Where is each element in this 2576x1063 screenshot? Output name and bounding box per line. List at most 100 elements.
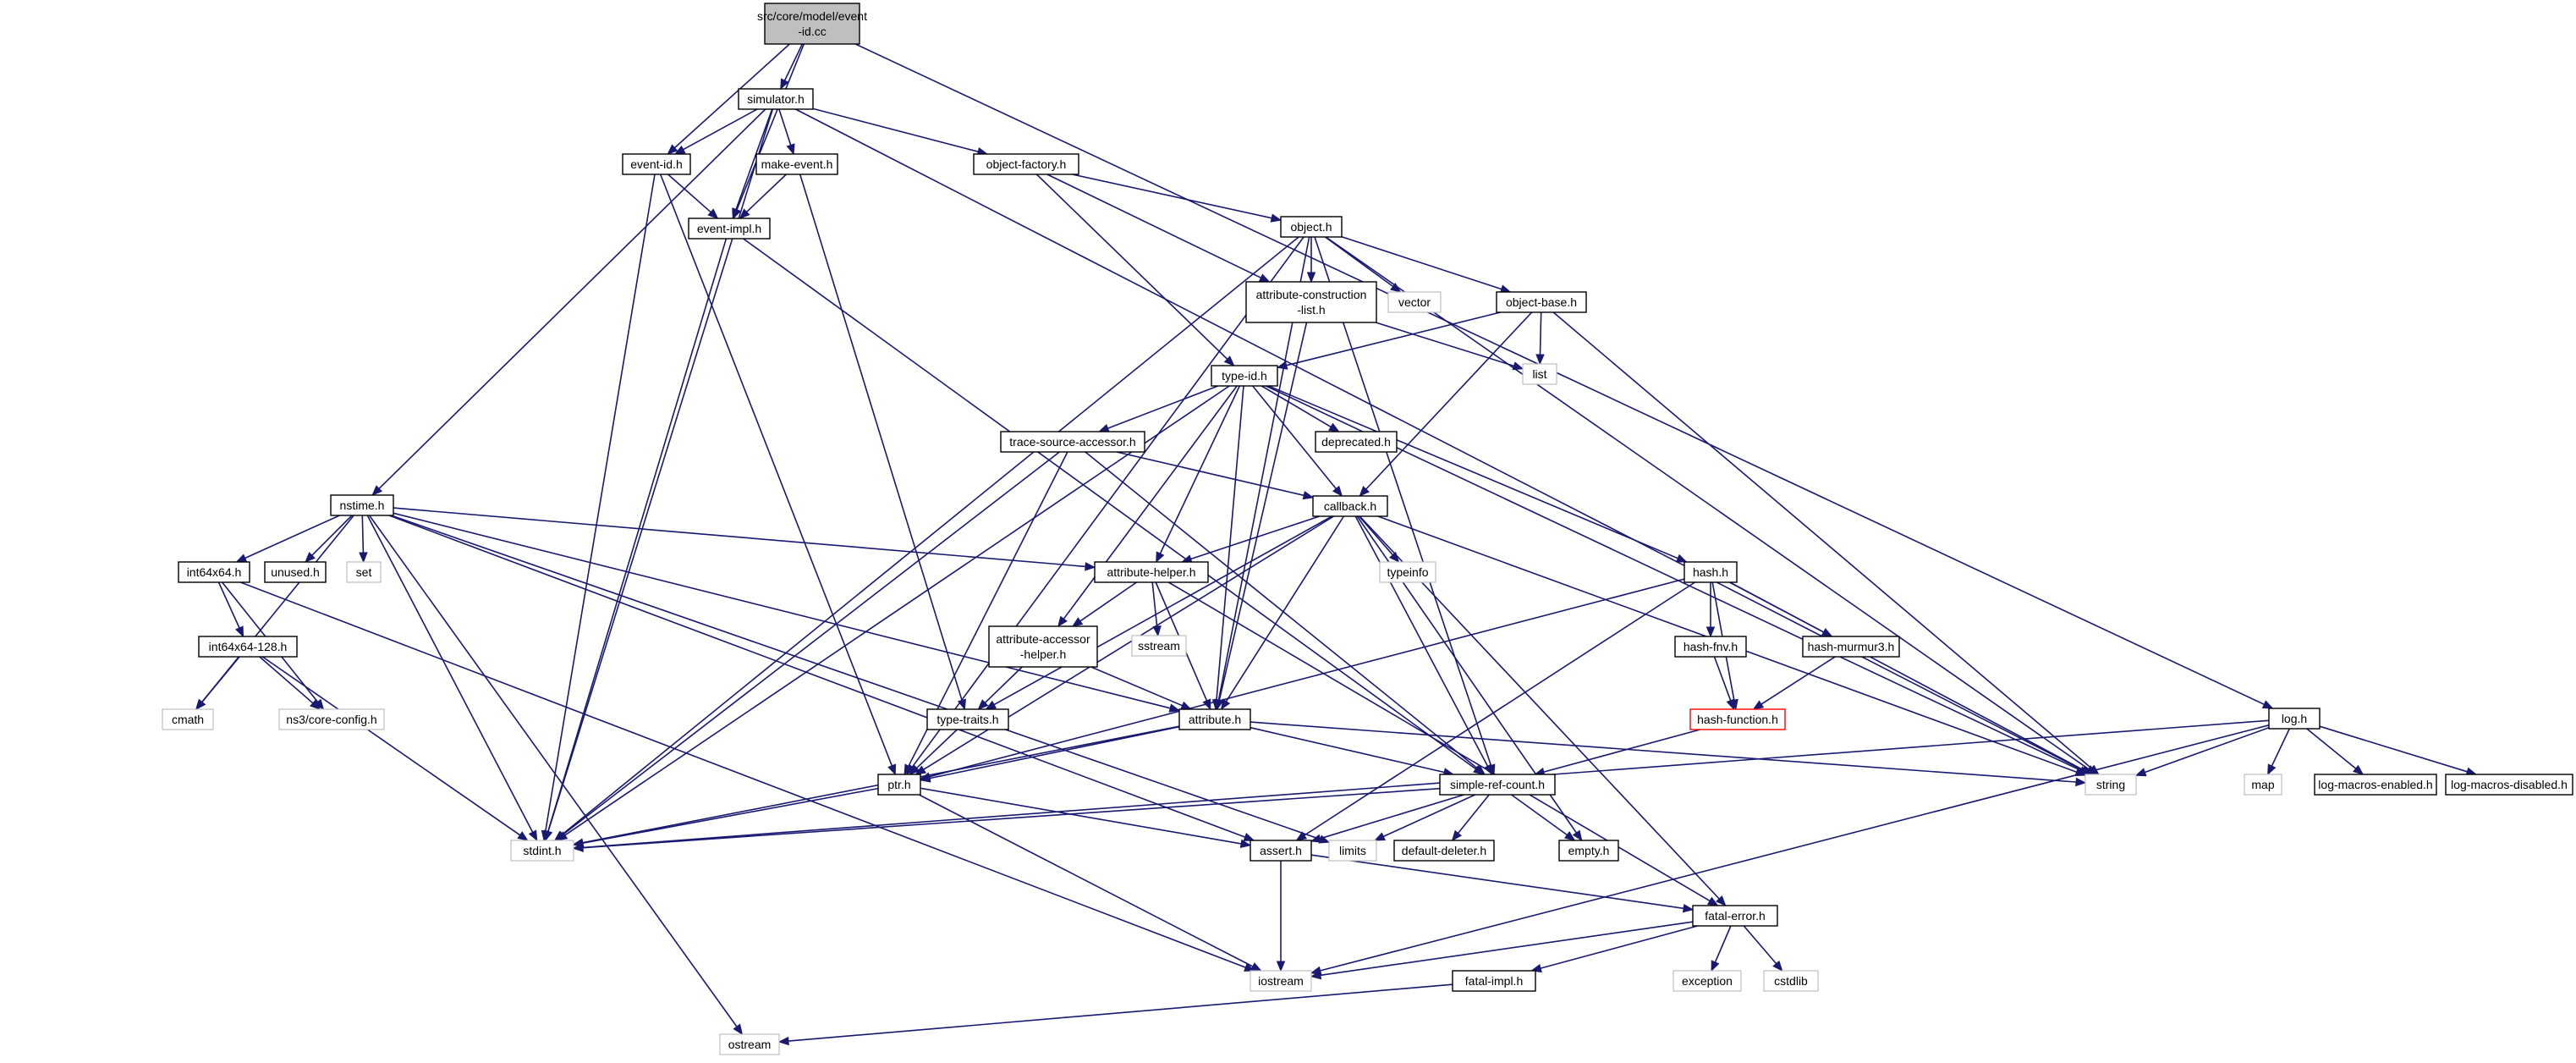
edge-line [1261, 385, 1332, 428]
node-label: hash.h [1693, 565, 1728, 579]
edge-line [545, 173, 656, 832]
node-type-id-h[interactable]: type-id.h [1211, 365, 1278, 387]
node-ptr-h[interactable]: ptr.h [877, 774, 921, 796]
node-log-h[interactable]: log.h [2268, 708, 2321, 730]
node-label: vector [1398, 295, 1431, 309]
node-box [1178, 708, 1251, 730]
node-type-traits-h[interactable]: type-traits.h [926, 708, 1009, 730]
edge-arrowhead [1302, 491, 1315, 500]
node-box [1387, 291, 1442, 313]
node-label: hash-function.h [1697, 713, 1778, 726]
node-hash-murmur3-h[interactable]: hash-murmur3.h [1802, 636, 1900, 658]
edge-line [393, 507, 1086, 568]
node-event-impl-h[interactable]: event-impl.h [688, 218, 771, 240]
edge-line [1729, 581, 2084, 771]
edge-simple-ref-count-h-to-assert-h [1310, 794, 1464, 843]
node-event-id-cc[interactable]: src/core/model/event-id.cc [757, 3, 867, 45]
node-attribute-h[interactable]: attribute.h [1178, 708, 1251, 730]
edge-callback-h-to-attribute-h [1220, 515, 1345, 711]
edge-arrowhead [1535, 354, 1545, 366]
node-attribute-accessor-helper-h[interactable]: attribute-accessor-helper.h [988, 625, 1098, 668]
edge-line [1085, 451, 1479, 769]
edge-arrowhead [543, 829, 552, 842]
edge-ptr-h-to-assert-h [920, 787, 1252, 848]
edge-simulator-h-to-make-event-h [778, 108, 795, 156]
edge-arrowhead [1706, 896, 1719, 906]
edge-line [1743, 925, 1777, 965]
edge-line [311, 515, 353, 556]
edge-object-base-h-to-list [1535, 311, 1545, 366]
node-attribute-construction-list-h[interactable]: attribute-construction-list.h [1245, 281, 1377, 323]
edge-nstime-h-to-set [359, 515, 368, 564]
node-int64x64-h[interactable]: int64x64.h [178, 561, 250, 583]
node-empty-h[interactable]: empty.h [1558, 840, 1619, 862]
node-fatal-impl-h[interactable]: fatal-impl.h [1452, 970, 1536, 992]
node-label: deprecated.h [1321, 435, 1391, 449]
node-box [1558, 840, 1619, 862]
edge-simulator-h-to-event-id-h [673, 108, 758, 155]
edge-hash-h-to-hash-fnv-h [1705, 582, 1716, 638]
node-log-macros-disabled-h[interactable]: log-macros-disabled.h [2445, 774, 2573, 796]
edge-object-factory-h-to-type-id-h [1035, 173, 1235, 366]
edge-arrowhead [1223, 355, 1235, 366]
node-attribute-helper-h[interactable]: attribute-helper.h [1094, 561, 1209, 583]
edge-hash-h-to-ptr-h [919, 578, 1685, 781]
edge-arrowhead [667, 144, 678, 155]
edge-line [240, 581, 1246, 968]
node-default-deleter-h[interactable]: default-deleter.h [1393, 840, 1495, 862]
node-box [1245, 281, 1377, 323]
edge-line [795, 108, 2084, 771]
edge-line [984, 666, 1023, 703]
node-box [1379, 561, 1436, 583]
edge-line [1382, 794, 1476, 838]
edge-line [201, 656, 240, 703]
edge-arrowhead [1270, 213, 1283, 223]
node-make-event-h[interactable]: make-event.h [755, 153, 838, 175]
node-box [1312, 495, 1388, 517]
node-box [1439, 774, 1556, 796]
node-fatal-error-h[interactable]: fatal-error.h [1692, 905, 1778, 927]
edge-line [918, 794, 1254, 967]
node-trace-source-accessor-h[interactable]: trace-source-accessor.h [1000, 431, 1145, 453]
node-hash-fnv-h[interactable]: hash-fnv.h [1674, 636, 1747, 658]
edge-line [1540, 925, 1698, 969]
edge-object-factory-h-to-attribute-construction-list-h [1046, 173, 1271, 283]
node-label: sstream [1138, 639, 1180, 653]
node-label: unused.h [271, 565, 320, 579]
edge-arrowhead [909, 764, 920, 775]
node-box [178, 561, 250, 583]
node-assert-h[interactable]: assert.h [1250, 840, 1312, 862]
node-label: ns3/core-config.h [286, 713, 376, 726]
node-unused-h[interactable]: unused.h [264, 561, 327, 583]
node-nstime-h[interactable]: nstime.h [330, 494, 394, 516]
node-box [346, 561, 382, 583]
node-simple-ref-count-h[interactable]: simple-ref-count.h [1439, 774, 1556, 796]
edge-assert-h-to-iostream [1276, 861, 1286, 972]
edge-line [788, 983, 1453, 1042]
node-iostream: iostream [1250, 970, 1312, 992]
node-hash-function-h[interactable]: hash-function.h [1689, 708, 1786, 730]
edge-line [667, 173, 711, 213]
edge-simulator-h-to-nstime-h [371, 108, 766, 496]
node-object-factory-h[interactable]: object-factory.h [973, 153, 1079, 175]
node-object-h[interactable]: object.h [1280, 216, 1343, 238]
node-label: string [2096, 778, 2125, 791]
edge-trace-source-accessor-h-to-simple-ref-count-h [1085, 451, 1486, 775]
edge-line [1250, 721, 2077, 783]
node-object-base-h[interactable]: object-base.h [1496, 291, 1587, 313]
node-event-id-h[interactable]: event-id.h [622, 153, 691, 175]
node-log-macros-enabled-h[interactable]: log-macros-enabled.h [2314, 774, 2437, 796]
edge-callback-h-to-simple-ref-count-h [1354, 515, 1493, 776]
node-int64x64-128-h[interactable]: int64x64-128.h [198, 636, 298, 658]
edge-trace-source-accessor-h-to-callback-h [1116, 451, 1315, 500]
node-box [1280, 216, 1343, 238]
edge-object-factory-h-to-object-h [1072, 173, 1283, 223]
node-simulator-h[interactable]: simulator.h [738, 88, 814, 110]
node-hash-h[interactable]: hash.h [1683, 561, 1738, 583]
node-cstdlib: cstdlib [1763, 970, 1819, 992]
edge-line [1151, 581, 1158, 627]
node-deprecated-h[interactable]: deprecated.h [1315, 431, 1398, 453]
node-label: attribute.h [1189, 713, 1241, 726]
node-callback-h[interactable]: callback.h [1312, 495, 1388, 517]
